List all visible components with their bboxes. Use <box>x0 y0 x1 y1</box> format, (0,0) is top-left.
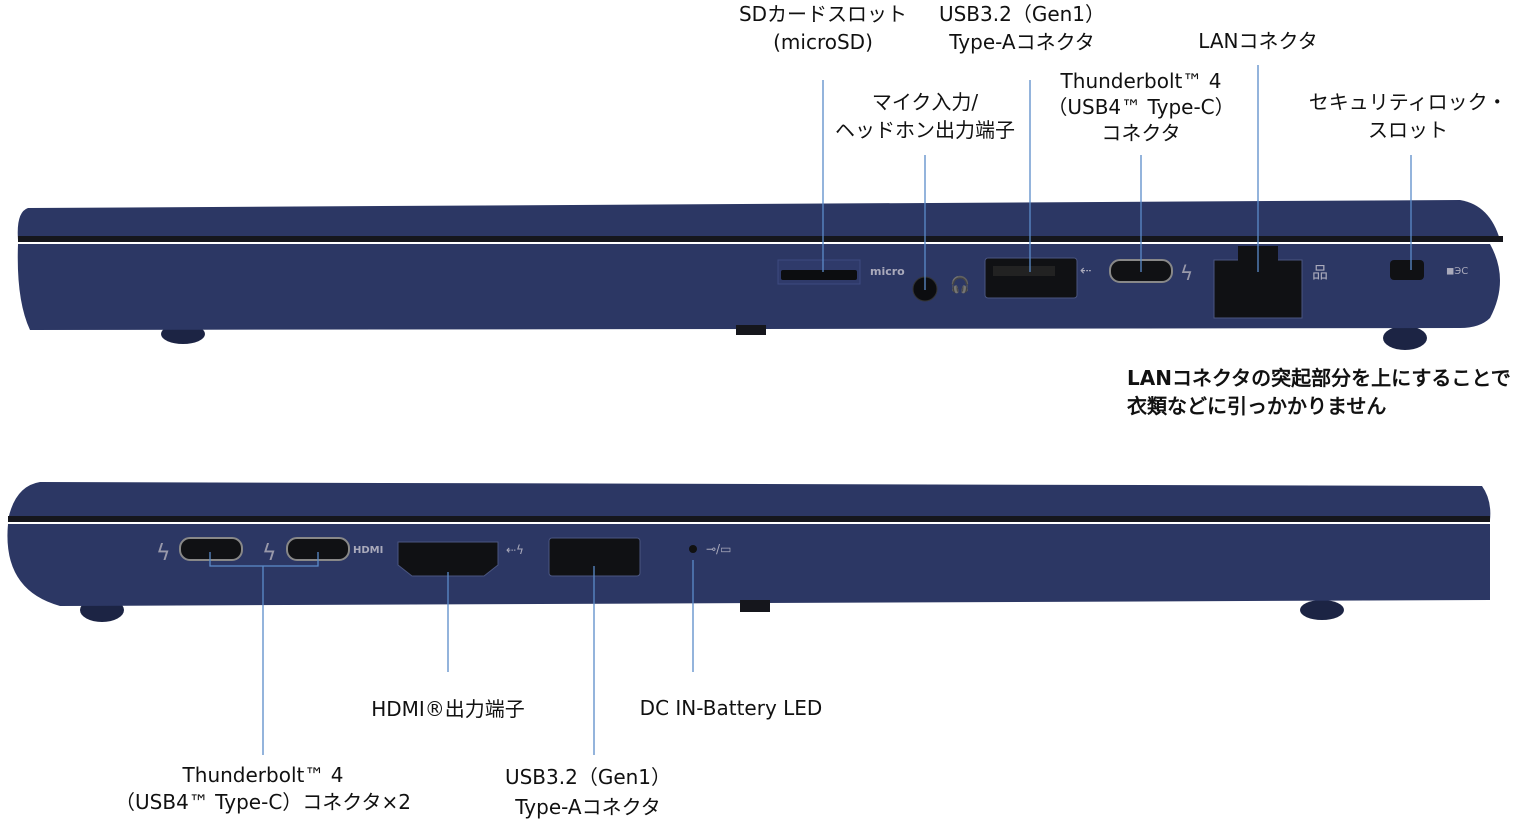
label-lan: LANコネクタ <box>1198 27 1317 55</box>
label-line: ヘッドホン出力端子 <box>835 118 1015 142</box>
label-usb-a-bottom: USB3.2（Gen1） Type-Aコネクタ <box>505 762 671 819</box>
label-line: LANコネクタ <box>1198 29 1318 53</box>
lan-note: LANコネクタの突起部分を上にすることで衣類などに引っかかりません <box>1127 364 1511 420</box>
label-line: スロット <box>1368 118 1448 142</box>
leader-lines <box>209 65 1412 755</box>
hdmi-port <box>397 541 499 577</box>
usb-a-port <box>984 257 1078 299</box>
label-line: DC IN-Battery LED <box>639 696 823 720</box>
laptop-left-side: ϟ ϟ HDMI ⇠ϟ ⊸/▭ <box>7 482 1491 622</box>
label-line: SDカードスロット <box>738 2 908 26</box>
note-line: LANコネクタの突起部分を上にすることで <box>1127 366 1511 390</box>
label-line: Thunderbolt™ 4 <box>1060 69 1222 93</box>
note-line: 衣類などに引っかかりません <box>1127 394 1387 418</box>
vent <box>740 600 770 612</box>
lid <box>17 200 1501 240</box>
battery-led <box>689 545 697 553</box>
label-line: （USB4™ Type-C）コネクタ×2 <box>115 790 411 814</box>
label-line: (microSD) <box>773 30 873 54</box>
label-line: （USB4™ Type-C） <box>1047 95 1235 119</box>
usb-icon: ⇠ <box>1080 263 1092 279</box>
label-hdmi: HDMI®出力端子 <box>371 695 525 723</box>
lid <box>8 482 1491 520</box>
label-usb-a-top: USB3.2（Gen1） Type-Aコネクタ <box>939 0 1105 56</box>
label-line: USB3.2（Gen1） <box>938 2 1106 26</box>
foot <box>1383 326 1427 350</box>
label-security-lock: セキュリティロック・スロット <box>1309 88 1507 144</box>
usb-icon: ⇠ϟ <box>506 543 524 557</box>
thunderbolt-icon: ϟ <box>156 541 171 566</box>
lock-icon: ◼ЭС <box>1446 266 1468 277</box>
hdmi-icon: HDMI <box>353 545 383 556</box>
label-thunderbolt-top: Thunderbolt™ 4（USB4™ Type-C）コネクタ <box>1047 68 1234 146</box>
thunderbolt-icon: ϟ <box>262 541 277 566</box>
thunderbolt-port-1 <box>179 537 243 561</box>
label-line: Type-Aコネクタ <box>515 795 661 819</box>
label-line: マイク入力/ <box>871 90 979 114</box>
vent <box>736 325 766 335</box>
network-icon: 品 <box>1312 263 1328 282</box>
label-line: HDMI®出力端子 <box>371 697 525 721</box>
label-line: USB3.2（Gen1） <box>504 765 672 789</box>
base <box>7 524 1490 606</box>
foot <box>1300 600 1344 620</box>
hinge-line <box>8 516 1490 522</box>
label-audio-jack: マイク入力/ヘッドホン出力端子 <box>835 88 1015 144</box>
label-line: Type-Aコネクタ <box>949 30 1095 54</box>
security-lock-slot <box>1390 260 1424 280</box>
microsd-icon: micro <box>870 265 905 278</box>
thunderbolt-icon: ϟ <box>1180 261 1193 285</box>
label-sd-slot: SDカードスロット (microSD) <box>739 0 907 56</box>
hinge-line <box>18 236 1503 242</box>
label-line: セキュリティロック・ <box>1308 90 1508 114</box>
label-thunderbolt-bottom: Thunderbolt™ 4 （USB4™ Type-C）コネクタ×2 <box>115 762 411 816</box>
dc-in-battery-icon: ⊸/▭ <box>706 542 731 556</box>
laptop-right-side: micro 🎧 ⇠ ϟ 品 ◼ЭС <box>17 200 1503 350</box>
label-line: コネクタ <box>1101 121 1181 145</box>
label-line: Thunderbolt™ 4 <box>182 763 344 787</box>
label-led: DC IN-Battery LED <box>640 694 823 722</box>
headset-icon: 🎧 <box>950 275 970 294</box>
